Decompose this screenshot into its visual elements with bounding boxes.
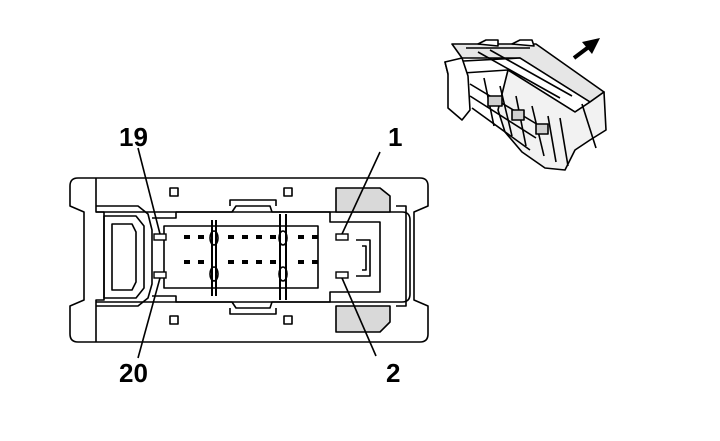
- pin-cavity: [242, 260, 248, 264]
- connector-3d-view: [444, 39, 607, 171]
- pin-cavity: [153, 271, 167, 279]
- pin-cavity: [335, 271, 349, 279]
- pin-label-19: 19: [119, 122, 148, 152]
- leader-lines: [137, 147, 381, 359]
- pin-cavity: [228, 260, 234, 264]
- pin-cavity: [184, 260, 190, 264]
- pin-cavity: [228, 235, 234, 239]
- pin-cavity: [298, 260, 304, 264]
- pin-cavity: [184, 235, 190, 239]
- connector-face-outline: [69, 177, 429, 343]
- pin-cavity: [298, 235, 304, 239]
- leader-line-19: [137, 147, 161, 235]
- pin-cavity: [312, 235, 318, 239]
- leader-line-1: [341, 151, 381, 235]
- pin-cavity: [242, 235, 248, 239]
- pin-cavity: [312, 260, 318, 264]
- pin-label-20: 20: [119, 358, 148, 388]
- pin-row-bottom: [153, 260, 349, 279]
- pin-cavity: [270, 235, 276, 239]
- pin-label-1: 1: [388, 122, 402, 152]
- leader-line-2: [341, 277, 377, 357]
- pin-cavity: [335, 233, 349, 241]
- pin-cavity: [256, 260, 262, 264]
- pin-label-2: 2: [386, 358, 400, 388]
- pin-cavity: [270, 260, 276, 264]
- pin-cavity: [256, 235, 262, 239]
- pin-row-top: [153, 233, 349, 241]
- pin-cavity: [198, 260, 204, 264]
- arrow-up-right-icon: [572, 38, 600, 60]
- pin-cavity: [153, 233, 167, 241]
- leader-line-20: [137, 277, 161, 359]
- pin-cavity: [198, 235, 204, 239]
